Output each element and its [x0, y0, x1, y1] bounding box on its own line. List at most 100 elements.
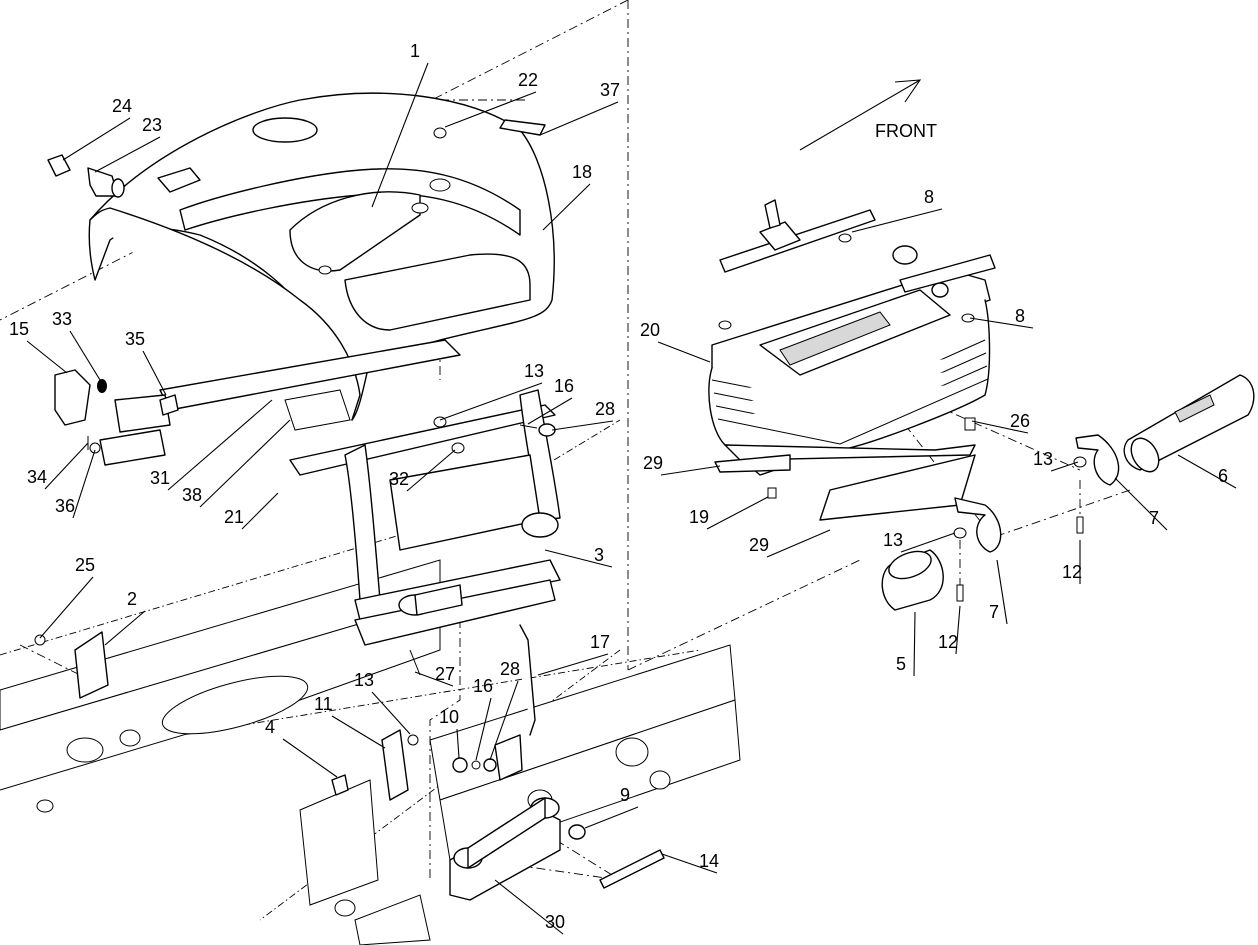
callout-13: 13	[439, 361, 544, 421]
callout-19: 19	[689, 496, 769, 530]
callout-number: 25	[75, 555, 95, 575]
callout-number: 22	[518, 70, 538, 90]
leader-line	[199, 419, 291, 508]
leader-line	[537, 653, 609, 676]
callout-number: 31	[150, 468, 170, 488]
callout-number: 38	[182, 485, 202, 505]
leader-line	[62, 117, 131, 161]
callout-number: 23	[142, 115, 162, 135]
callout-number: 13	[1033, 449, 1053, 469]
callout-number: 11	[314, 694, 333, 714]
leader-line	[661, 853, 718, 874]
seat-suspension	[708, 199, 996, 521]
callout-7: 7	[989, 559, 1008, 625]
leader-line	[971, 420, 1029, 434]
leader-line	[371, 62, 429, 208]
callout-7: 7	[1114, 477, 1168, 531]
callout-13: 13	[354, 670, 411, 735]
callout-number: 28	[500, 659, 520, 679]
leader-line	[142, 350, 167, 396]
callout-16: 16	[527, 376, 574, 425]
front-label: FRONT	[875, 121, 937, 141]
callout-number: 36	[55, 496, 75, 516]
front-direction-arrow: FRONT	[799, 79, 937, 151]
callout-18: 18	[542, 162, 592, 231]
callout-number: 28	[595, 399, 615, 419]
lower-bracket	[331, 729, 419, 801]
callout-number: 34	[27, 467, 47, 487]
leader-line	[527, 397, 573, 425]
leader-line	[69, 330, 101, 381]
callout-number: 19	[689, 507, 709, 527]
callout-36: 36	[55, 449, 96, 519]
callout-17: 17	[537, 632, 610, 676]
callout-number: 10	[439, 707, 459, 727]
callout-1: 1	[371, 41, 429, 208]
callout-number: 37	[600, 80, 620, 100]
leader-line	[371, 691, 411, 735]
hinge-assembly	[449, 797, 665, 901]
callout-number: 35	[125, 329, 145, 349]
callout-37: 37	[539, 80, 620, 136]
leader-line	[539, 101, 619, 136]
leader-line	[913, 611, 916, 677]
callout-number: 3	[594, 545, 604, 565]
seat-support-frame	[159, 339, 561, 646]
callout-28: 28	[551, 399, 615, 431]
callout-11: 11	[314, 694, 386, 749]
leader-line	[584, 806, 639, 829]
leader-line	[1050, 461, 1079, 472]
leader-line	[1177, 454, 1237, 489]
callout-number: 16	[473, 676, 493, 696]
callout-35: 35	[125, 329, 167, 396]
leader-line	[104, 610, 146, 646]
callout-number: 6	[1218, 466, 1228, 486]
callout-number: 12	[1062, 562, 1082, 582]
callout-number: 29	[643, 453, 663, 473]
callout-number: 24	[112, 96, 132, 116]
callout-28: 28	[489, 659, 520, 761]
callout-number: 8	[924, 187, 934, 207]
callout-38: 38	[182, 419, 291, 508]
leader-line	[414, 671, 454, 687]
leader-line	[44, 442, 89, 490]
leader-line	[1114, 477, 1168, 531]
callout-32: 32	[389, 449, 456, 492]
callout-9: 9	[584, 785, 639, 829]
callout-number: 13	[354, 670, 374, 690]
callout-number: 7	[989, 602, 999, 622]
callout-29: 29	[643, 453, 721, 476]
leader-line	[542, 183, 591, 231]
callout-13: 13	[883, 530, 956, 553]
callout-23: 23	[94, 115, 162, 173]
leader-line	[851, 208, 943, 233]
callout-number: 32	[389, 469, 409, 489]
leader-line	[444, 91, 537, 128]
leader-line	[331, 715, 386, 749]
callout-24: 24	[62, 96, 132, 161]
leader-line	[241, 492, 279, 530]
leader-line	[439, 382, 543, 421]
callout-14: 14	[661, 851, 719, 874]
callout-34: 34	[27, 442, 89, 490]
callout-29: 29	[749, 529, 831, 558]
callout-3: 3	[544, 545, 613, 568]
leader-line	[94, 136, 161, 173]
leader-line	[955, 605, 961, 655]
callout-6: 6	[1177, 454, 1237, 489]
main-frame-rails	[0, 419, 741, 945]
callout-number: 9	[620, 785, 630, 805]
callout-number: 14	[699, 851, 719, 871]
leader-line	[969, 317, 1034, 329]
leader-line	[39, 576, 94, 639]
callout-number: 29	[749, 535, 769, 555]
callout-number: 8	[1015, 306, 1025, 326]
leader-line	[475, 697, 492, 761]
leader-line	[26, 340, 68, 374]
leader-line	[657, 341, 711, 363]
callout-number: 7	[1149, 508, 1159, 528]
knob-assembly	[47, 154, 125, 198]
callout-27: 27	[414, 664, 455, 687]
callout-30: 30	[494, 879, 565, 935]
